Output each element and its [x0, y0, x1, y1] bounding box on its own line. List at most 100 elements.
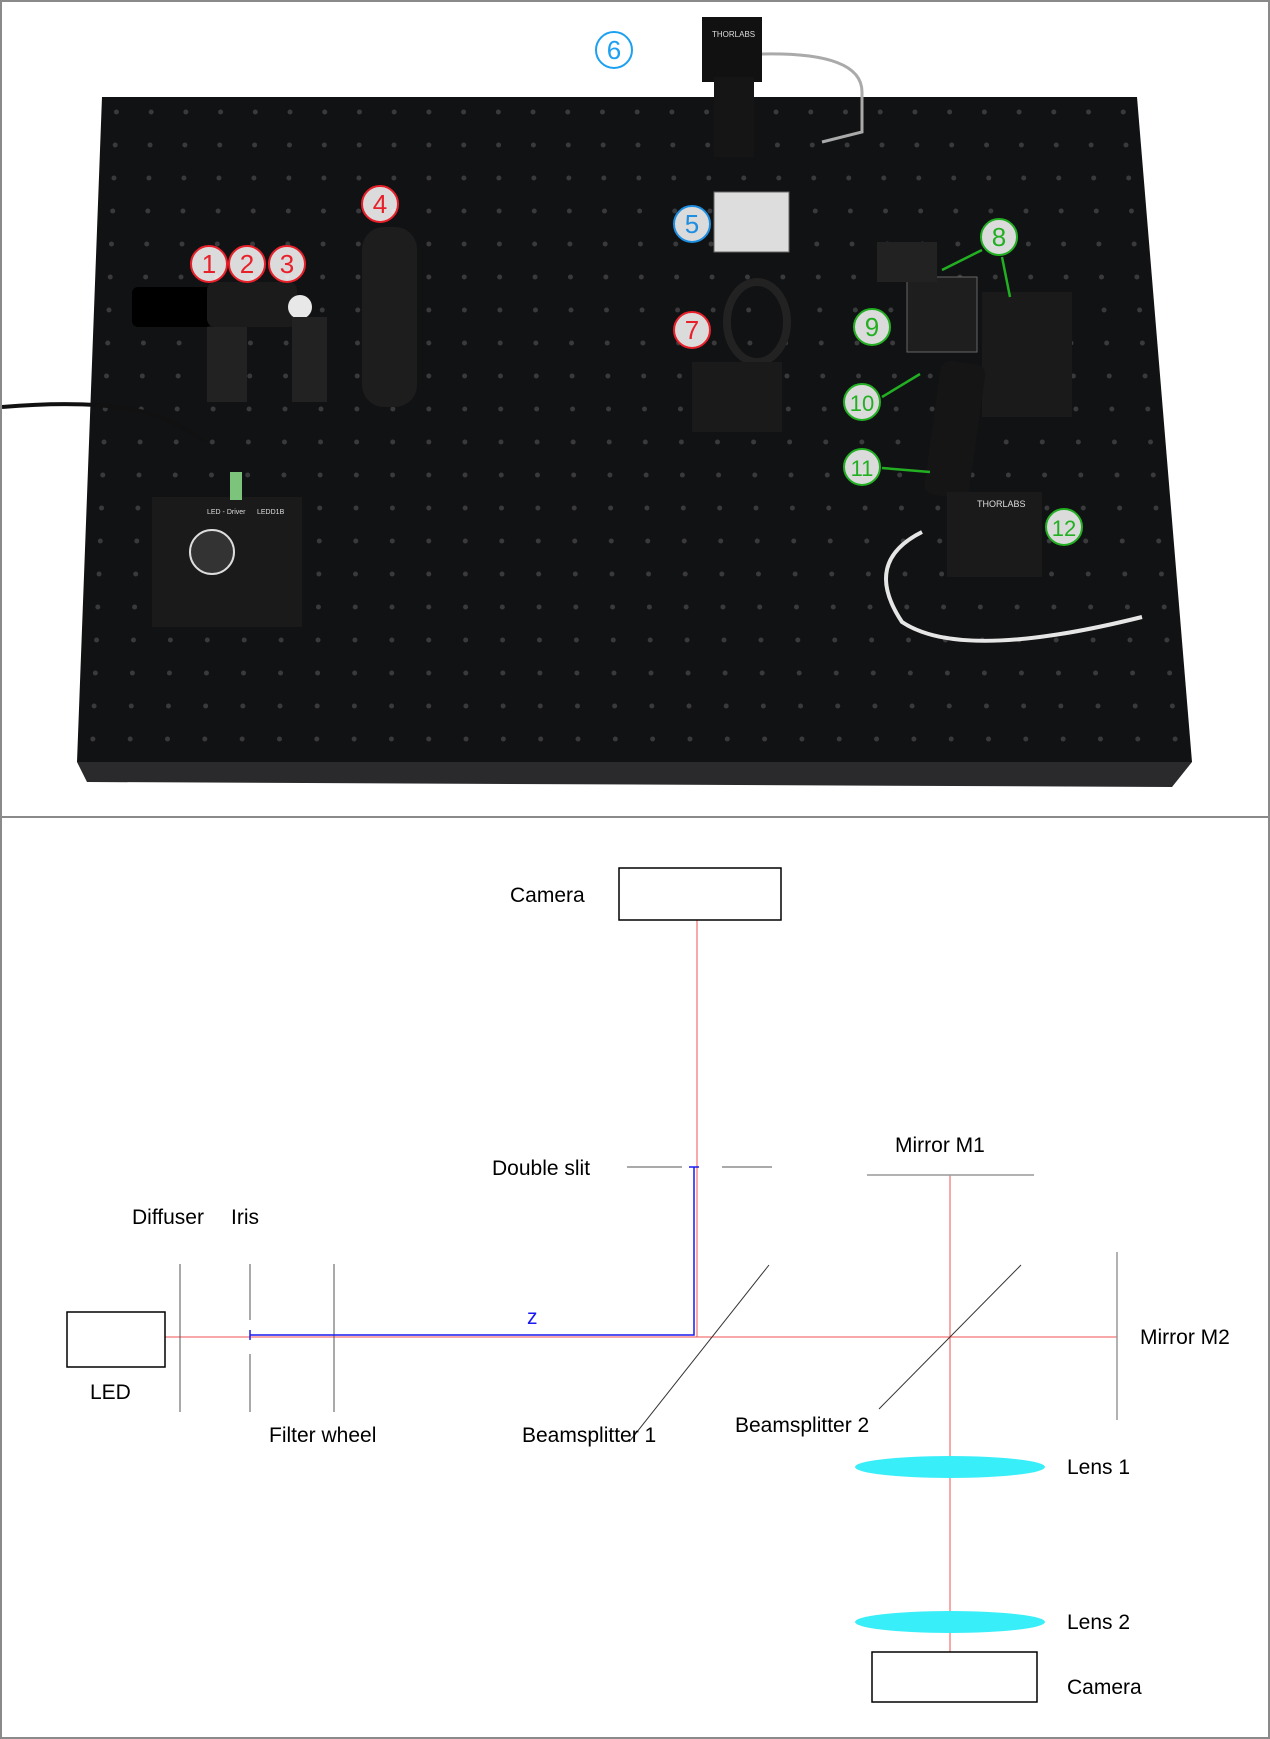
- breadboard-hole: [634, 109, 640, 115]
- breadboard-hole: [788, 472, 794, 478]
- breadboard-hole: [496, 241, 502, 247]
- breadboard-hole: [869, 637, 875, 643]
- breadboard-hole: [798, 703, 804, 709]
- breadboard-hole: [286, 142, 292, 148]
- breadboard-hole: [426, 406, 432, 412]
- breadboard-hole: [1085, 571, 1091, 577]
- breadboard-hole: [497, 340, 503, 346]
- camera-2-cable: [884, 530, 1143, 643]
- breadboard-hole: [859, 439, 865, 445]
- breadboard-hole: [637, 208, 643, 214]
- breadboard-hole: [285, 208, 291, 214]
- breadboard-hole: [355, 307, 361, 313]
- breadboard-hole: [1056, 670, 1062, 676]
- breadboard-hole: [679, 472, 685, 478]
- breadboard-hole: [574, 703, 580, 709]
- arrow-8a: [941, 248, 983, 272]
- breadboard-hole: [533, 340, 539, 346]
- breadboard-hole: [129, 670, 135, 676]
- post-holder-1: [207, 327, 247, 402]
- breadboard-hole: [814, 241, 820, 247]
- breadboard-hole: [250, 208, 256, 214]
- breadboard-hole: [753, 505, 759, 511]
- breadboard-hole: [1051, 109, 1057, 115]
- double-slit-slide: [713, 191, 790, 253]
- breadboard-hole: [1080, 505, 1086, 511]
- breadboard-hole: [1061, 241, 1067, 247]
- breadboard-hole: [461, 307, 467, 313]
- label-mirror-m1: Mirror M1: [895, 1134, 985, 1157]
- breadboard-hole: [1148, 439, 1154, 445]
- breadboard-hole: [1127, 637, 1133, 643]
- breadboard-hole: [864, 538, 870, 544]
- led-source: [132, 287, 212, 327]
- breadboard-hole: [321, 142, 327, 148]
- breadboard-hole: [711, 340, 717, 346]
- breadboard-hole: [140, 340, 146, 346]
- breadboard-hole: [795, 637, 801, 643]
- breadboard-hole: [286, 175, 292, 181]
- breadboard-hole: [724, 736, 730, 742]
- marker-circle: [980, 218, 1018, 256]
- breadboard-hole: [1111, 439, 1117, 445]
- breadboard-hole: [877, 109, 883, 115]
- breadboard-hole: [461, 142, 467, 148]
- breadboard-hole: [1101, 307, 1107, 313]
- breadboard-hole: [391, 175, 397, 181]
- breadboard-hole: [247, 340, 253, 346]
- power-cable: [2, 402, 208, 444]
- breadboard-hole: [497, 373, 503, 379]
- breadboard-hole: [135, 505, 141, 511]
- led-driver-text: LED - Driver: [207, 509, 246, 516]
- breadboard-hole: [391, 109, 397, 115]
- breadboard-hole: [1167, 670, 1173, 676]
- breadboard-hole: [717, 505, 723, 511]
- marker-circle: [190, 245, 228, 283]
- breadboard-hole: [389, 670, 395, 676]
- breadboard-hole: [354, 439, 360, 445]
- breadboard-hole: [251, 175, 257, 181]
- breadboard-hole: [641, 373, 647, 379]
- beamsplitter-1-line: [628, 1264, 770, 1443]
- breadboard-hole: [497, 307, 503, 313]
- breadboard-hole: [602, 241, 608, 247]
- breadboard-hole: [462, 340, 468, 346]
- breadboard-hole: [883, 208, 889, 214]
- breadboard-hole: [1137, 307, 1143, 313]
- breadboard-hole: [670, 142, 676, 148]
- breadboard-hole: [252, 109, 258, 115]
- breadboard-hole: [1021, 703, 1027, 709]
- marker-4: 4: [361, 185, 399, 223]
- breadboard-hole: [202, 736, 208, 742]
- breadboard-hole: [137, 439, 143, 445]
- breadboard-hole: [426, 439, 432, 445]
- breadboard-hole: [680, 505, 686, 511]
- breadboard-hole: [535, 538, 541, 544]
- breadboard-hole: [278, 670, 284, 676]
- breadboard-hole: [720, 604, 726, 610]
- breadboard-hole: [570, 406, 576, 412]
- marker-circle: [268, 245, 306, 283]
- breadboard-hole: [898, 505, 904, 511]
- breadboard-hole: [927, 373, 933, 379]
- breadboard-hole: [496, 175, 502, 181]
- breadboard-hole: [498, 406, 504, 412]
- breadboard-hole: [355, 274, 361, 280]
- breadboard-hole: [241, 670, 247, 676]
- breadboard-hole: [1093, 670, 1099, 676]
- breadboard-hole: [759, 670, 765, 676]
- breadboard-hole: [1086, 109, 1092, 115]
- breadboard-hole: [1135, 736, 1141, 742]
- distance-z-path: [250, 1167, 695, 1336]
- breadboard-hole: [600, 142, 606, 148]
- camera-top-box: [618, 867, 782, 921]
- breadboard-hole: [536, 637, 542, 643]
- label-z: z: [527, 1306, 538, 1329]
- breadboard-hole: [209, 439, 215, 445]
- breadboard-hole: [760, 703, 766, 709]
- breadboard-hole: [389, 571, 395, 577]
- breadboard-hole: [1153, 505, 1159, 511]
